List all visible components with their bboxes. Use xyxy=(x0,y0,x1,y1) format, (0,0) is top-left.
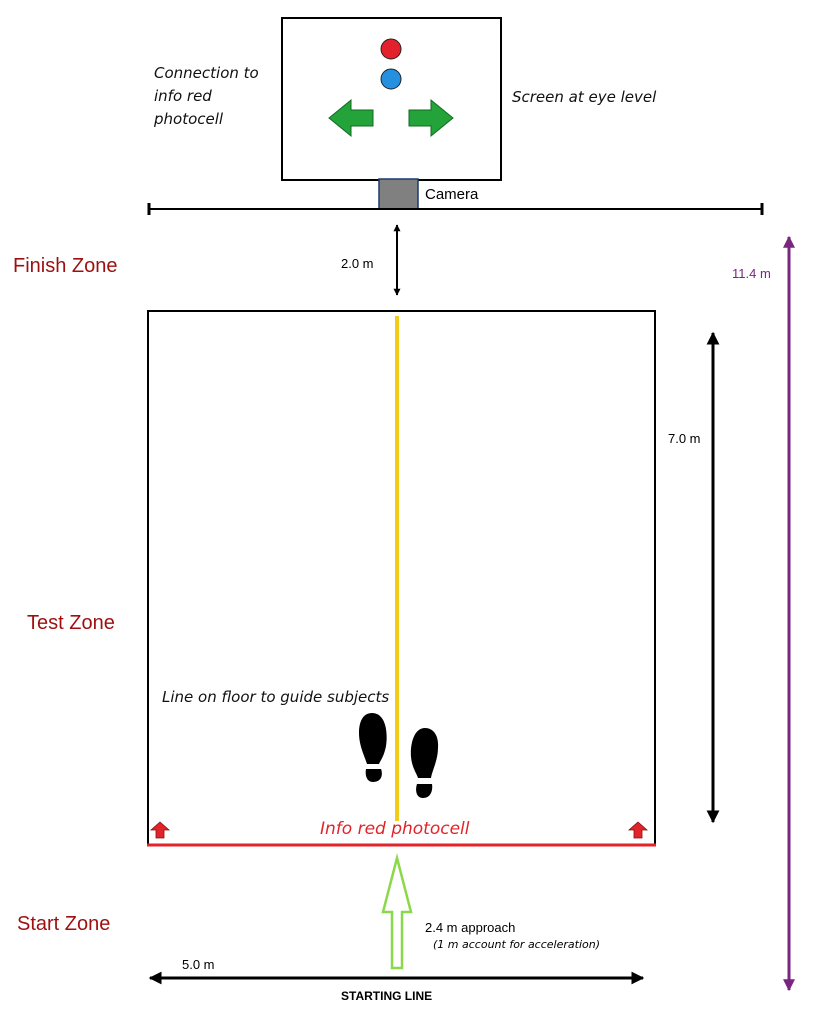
screen-label: Screen at eye level xyxy=(512,88,657,106)
red-up-arrow-icon-left xyxy=(149,821,171,839)
starting-line-label: STARTING LINE xyxy=(341,989,432,1003)
camera-label: Camera xyxy=(425,186,479,203)
start-zone-label: Start Zone xyxy=(17,913,110,935)
total-length-label: 11.4 m xyxy=(732,266,771,281)
blue-circle-icon xyxy=(380,68,402,90)
photocell-label: Info red photocell xyxy=(320,819,470,839)
green-right-arrow-icon xyxy=(408,98,454,138)
finish-gap-label: 2.0 m xyxy=(341,256,374,271)
camera-icon xyxy=(378,178,419,210)
finish-zone-label: Finish Zone xyxy=(13,255,118,277)
green-left-arrow-icon xyxy=(328,98,374,138)
approach-label: 2.4 m approach xyxy=(425,920,515,935)
light-green-up-arrow-icon xyxy=(381,853,413,970)
test-length-label: 7.0 m xyxy=(668,431,701,446)
connection-label: Connection to info red photocell xyxy=(153,64,263,128)
red-circle-icon xyxy=(380,38,402,60)
width-label: 5.0 m xyxy=(182,957,215,972)
footprints-icon xyxy=(359,713,439,798)
red-up-arrow-icon-right xyxy=(627,821,649,839)
guide-line-label: Line on floor to guide subjects xyxy=(162,688,389,706)
test-zone-box xyxy=(147,310,656,845)
test-zone-label: Test Zone xyxy=(27,612,115,634)
approach-note: (1 m account for acceleration) xyxy=(433,938,600,951)
